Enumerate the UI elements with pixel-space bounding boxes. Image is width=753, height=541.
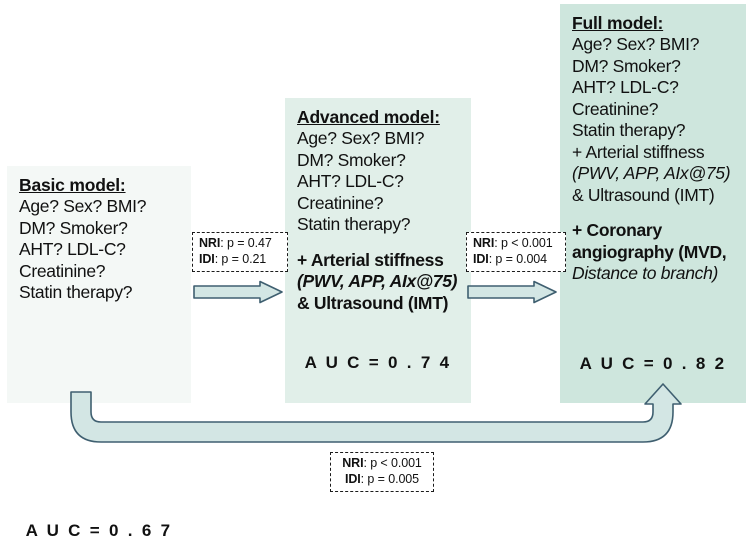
idi-label: IDI	[199, 251, 215, 266]
auc-value-full: A U C = 0 . 8 2	[579, 354, 727, 373]
nri-value: : p = 0.47	[220, 236, 272, 250]
model-box-advanced: Advanced model: Age? Sex? BMI? DM? Smoke…	[285, 98, 471, 403]
box-line: AHT? LDL-C?	[572, 77, 679, 97]
arrow-basic-to-full-icon	[70, 383, 682, 443]
auc-value-advanced: A U C = 0 . 7 4	[304, 353, 452, 372]
box-line-added: & Ultrasound (IMT)	[297, 292, 449, 313]
box-title-basic: Basic model:	[19, 175, 126, 195]
box-line: AHT? LDL-C?	[297, 171, 404, 191]
box-line-added: angiography (MVD,	[572, 241, 727, 262]
box-title-advanced: Advanced model:	[297, 107, 440, 127]
nri-label: NRI	[199, 236, 221, 250]
box-line: DM? Smoker?	[572, 55, 681, 76]
nri-row: NRI: p < 0.001	[337, 456, 427, 472]
arrow-basic-to-advanced-icon	[193, 280, 283, 304]
box-line: DM? Smoker?	[19, 217, 128, 238]
box-line-added: (PWV, APP, AIx@75)	[297, 271, 458, 291]
box-line: (PWV, APP, AIx@75)	[572, 163, 731, 183]
box-line: Statin therapy?	[297, 214, 411, 234]
spacer	[297, 236, 471, 250]
box-line-added: + Arterial stiffness	[297, 249, 444, 270]
box-line: Creatinine?	[572, 98, 659, 119]
nri-label: NRI	[342, 456, 364, 470]
diagram-canvas: Basic model: Age? Sex? BMI? DM? Smoker? …	[7, 4, 746, 540]
idi-label: IDI	[344, 471, 361, 486]
nri-row: NRI: p < 0.001	[473, 236, 559, 252]
box-line: AHT? LDL-C?	[19, 239, 126, 259]
box-line: Creatinine?	[19, 260, 106, 281]
idi-row: IDI: p = 0.005	[337, 472, 427, 488]
nri-row: NRI: p = 0.47	[199, 236, 281, 252]
box-line: + Arterial stiffness	[572, 141, 705, 162]
box-line: & Ultrasound (IMT)	[572, 184, 715, 205]
box-line-added: Distance to branch)	[572, 263, 719, 283]
pvalue-box-basic-to-full: NRI: p < 0.001 IDI: p = 0.005	[330, 452, 434, 492]
auc-value-basic: A U C = 0 . 6 7	[25, 521, 173, 540]
nri-value: : p < 0.001	[494, 236, 553, 250]
box-line: Age? Sex? BMI?	[19, 196, 147, 216]
box-line: Creatinine?	[297, 192, 384, 213]
idi-label: IDI	[473, 251, 489, 266]
pvalue-box-basic-to-advanced: NRI: p = 0.47 IDI: p = 0.21	[192, 232, 288, 272]
box-line: Age? Sex? BMI?	[297, 128, 425, 148]
spacer	[572, 206, 746, 220]
idi-value: : p = 0.005	[360, 471, 419, 486]
nri-value: : p < 0.001	[363, 456, 422, 470]
model-box-basic: Basic model: Age? Sex? BMI? DM? Smoker? …	[7, 166, 191, 540]
idi-row: IDI: p = 0.004	[473, 252, 559, 268]
nri-label: NRI	[473, 236, 495, 250]
pvalue-box-advanced-to-full: NRI: p < 0.001 IDI: p = 0.004	[466, 232, 566, 272]
box-line: DM? Smoker?	[297, 149, 406, 170]
box-line: Age? Sex? BMI?	[572, 34, 700, 54]
box-title-full: Full model:	[572, 13, 664, 33]
box-line: Statin therapy?	[572, 120, 686, 140]
box-line: Statin therapy?	[19, 282, 133, 302]
model-box-full: Full model: Age? Sex? BMI? DM? Smoker? A…	[560, 4, 746, 403]
box-line-added: + Coronary	[572, 220, 662, 240]
idi-row: IDI: p = 0.21	[199, 252, 281, 268]
idi-value: : p = 0.004	[488, 251, 548, 266]
idi-value: : p = 0.21	[214, 251, 267, 266]
arrow-advanced-to-full-icon	[467, 280, 557, 304]
